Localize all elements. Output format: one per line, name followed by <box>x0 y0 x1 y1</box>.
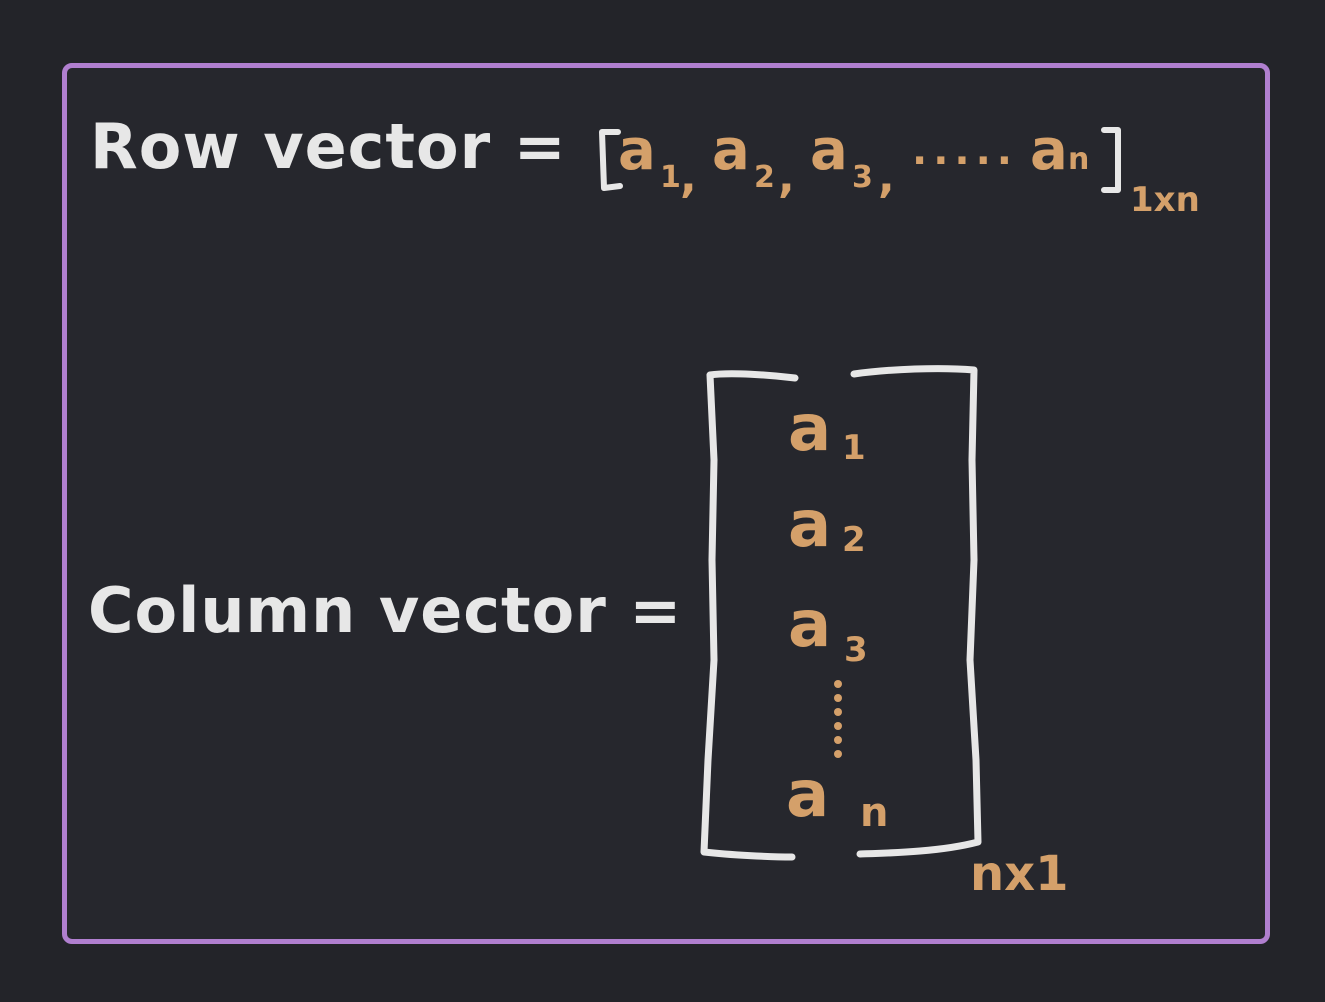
row-right-bracket <box>1101 127 1121 193</box>
column-entry-1-subscript: 1 <box>842 428 866 468</box>
row-entry-1-comma: , <box>680 152 697 203</box>
column-entry-1-base: a <box>788 392 832 466</box>
column-vector-label: Column vector = <box>88 574 683 647</box>
column-entry-3-base: a <box>788 588 832 662</box>
row-vector-label: Row vector = <box>90 110 567 183</box>
row-entry-2-subscript: 2 <box>754 160 775 195</box>
row-entry-n-subscript: n <box>1068 142 1090 177</box>
column-entry-2-base: a <box>788 488 832 562</box>
column-entry-2-subscript: 2 <box>842 520 866 560</box>
row-entry-n-base: a <box>1030 118 1068 183</box>
column-size-label: nx1 <box>970 846 1069 902</box>
column-left-bracket <box>700 370 799 861</box>
column-ellipsis-dots <box>834 680 842 758</box>
row-entry-2-comma: , <box>778 152 795 203</box>
diagram-frame <box>62 63 1270 944</box>
row-entry-3-subscript: 3 <box>852 160 873 195</box>
row-size-label: 1xn <box>1130 180 1200 220</box>
column-right-bracket <box>850 365 982 858</box>
column-entry-n-subscript: n <box>860 790 889 836</box>
column-entry-n-base: a <box>786 758 830 832</box>
row-ellipsis: ..... <box>912 128 1018 174</box>
row-entry-1-base: a <box>618 118 656 183</box>
row-entry-3-comma: , <box>878 152 895 203</box>
row-entry-1-subscript: 1 <box>660 160 681 195</box>
row-left-bracket <box>599 129 623 191</box>
row-entry-2-base: a <box>712 118 750 183</box>
column-entry-3-subscript: 3 <box>844 630 868 670</box>
row-entry-3-base: a <box>810 118 848 183</box>
